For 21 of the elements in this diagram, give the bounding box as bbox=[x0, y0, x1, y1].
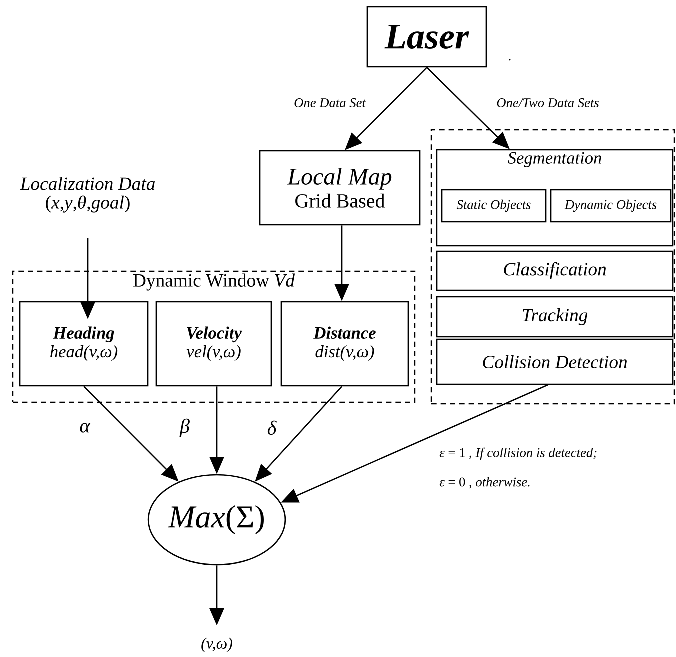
condition-note: ε = 0 , otherwise. bbox=[440, 477, 530, 489]
criterion-box: Heading head(v,ω) bbox=[19, 301, 149, 387]
criterion-box: Velocity vel(v,ω) bbox=[156, 301, 272, 387]
process-box: Collision Detection bbox=[436, 338, 674, 386]
sensor-box: Laser bbox=[366, 6, 488, 68]
dot-mark: . bbox=[509, 59, 511, 61]
edge-label: δ bbox=[266, 420, 278, 436]
object-box: Dynamic Objects bbox=[550, 189, 672, 223]
object-box: Static Objects bbox=[441, 189, 547, 223]
edge-label: One Data Set bbox=[292, 97, 368, 109]
process-box: Classification bbox=[436, 250, 674, 292]
edge-label: One/Two Data Sets bbox=[495, 97, 601, 109]
criterion-box: Distance dist(v,ω) bbox=[280, 301, 410, 387]
condition-note: ε = 1 , If collision is detected; bbox=[440, 448, 597, 460]
group-frame bbox=[430, 129, 676, 405]
edge-label: α bbox=[78, 422, 92, 434]
process-box: Tracking bbox=[436, 296, 674, 338]
input-text: Localization Data (x,y,θ,goal) bbox=[20, 177, 155, 213]
process-box: Local Map Grid Based bbox=[259, 150, 421, 226]
edge-label: β bbox=[178, 417, 192, 438]
output-text: (v,ω) bbox=[202, 638, 232, 652]
